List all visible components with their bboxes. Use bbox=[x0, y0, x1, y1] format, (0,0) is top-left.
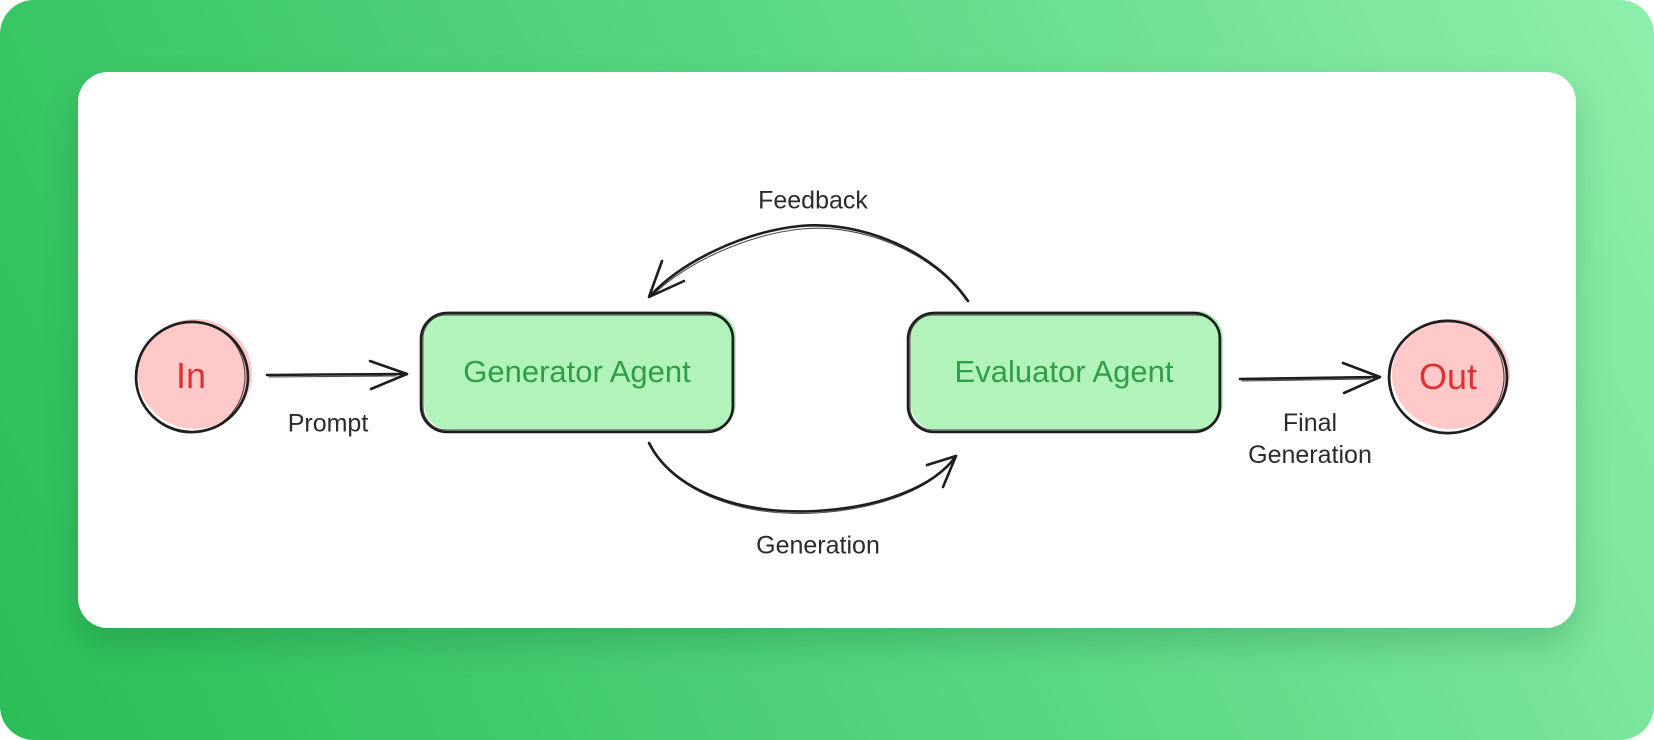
diagram-canvas bbox=[78, 72, 1576, 628]
prompt-arrow bbox=[265, 359, 409, 391]
prompt-edge-label: Prompt bbox=[287, 409, 369, 438]
generation-edge-label: Generation bbox=[756, 531, 880, 560]
out-node-label: Out bbox=[1418, 356, 1478, 397]
final-generation-edge-label: Final Generation bbox=[1248, 407, 1372, 471]
final-generation-label-line2: Generation bbox=[1248, 441, 1372, 469]
out-node-shape bbox=[1387, 319, 1510, 435]
evaluator-agent-node-shape bbox=[906, 311, 1223, 434]
generator-agent-node-label: Generator Agent bbox=[463, 354, 691, 389]
evaluator-agent-node-label: Evaluator Agent bbox=[954, 354, 1174, 389]
feedback-arrow bbox=[647, 224, 970, 303]
final-generation-label-line1: Final bbox=[1282, 409, 1338, 437]
generation-arrow bbox=[647, 441, 958, 514]
final-generation-arrow bbox=[1238, 361, 1382, 395]
generator-agent-node-shape bbox=[419, 311, 736, 434]
in-node-shape bbox=[134, 319, 252, 434]
in-node-label: In bbox=[175, 355, 207, 396]
feedback-edge-label: Feedback bbox=[758, 186, 868, 215]
